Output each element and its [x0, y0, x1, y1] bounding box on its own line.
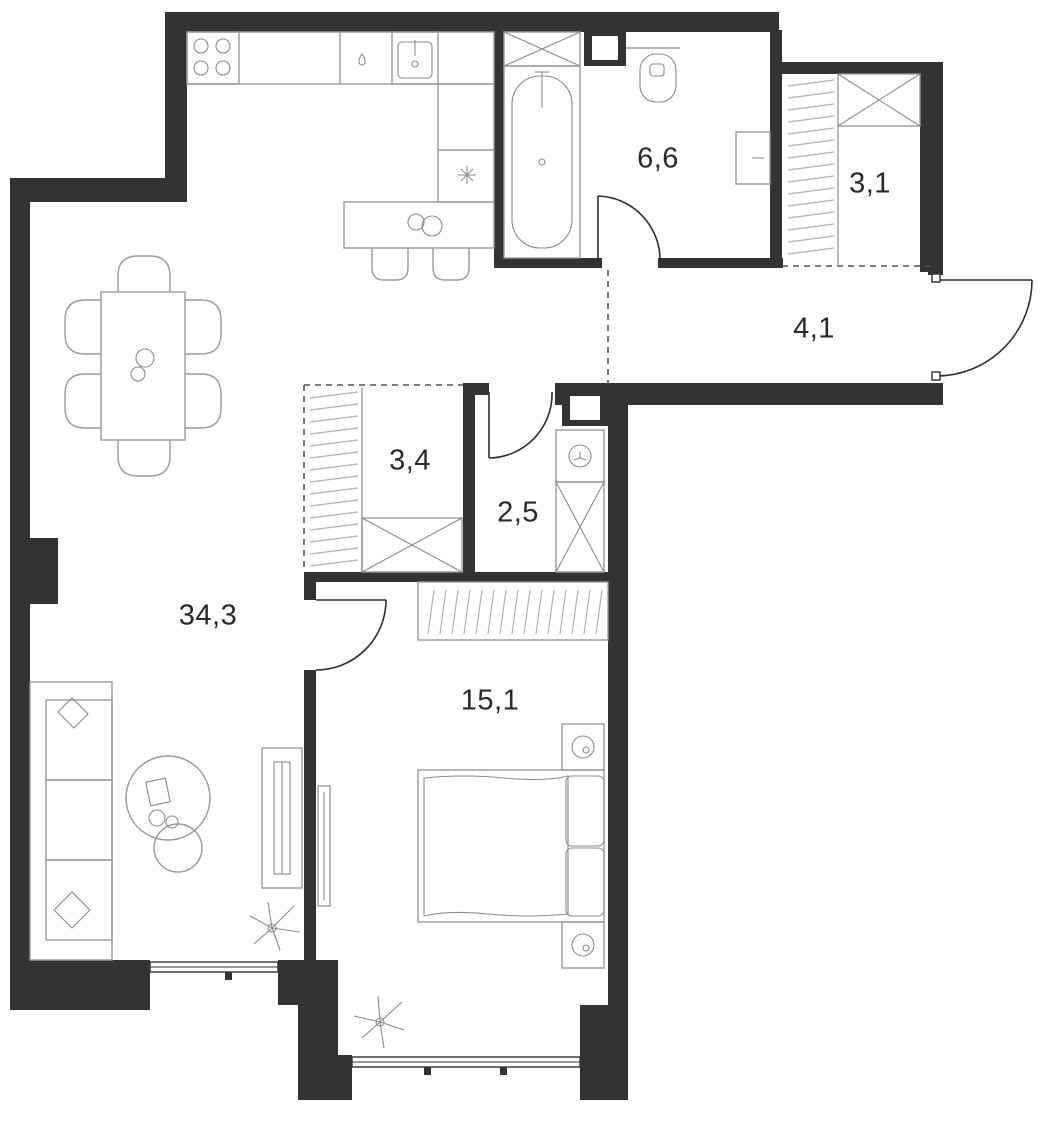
- coffee-table: [125, 755, 211, 873]
- room-label-wardrobe-center: 3,4: [389, 445, 431, 477]
- windows: [149, 961, 581, 1075]
- hood-icon: [458, 166, 476, 184]
- washing-machine-icon: [568, 444, 592, 468]
- dashed-boundaries: [303, 265, 930, 572]
- wardrobe-north-furniture: [787, 73, 921, 266]
- water-drop-icon: [358, 53, 366, 66]
- wardrobe-center-furniture: [309, 388, 463, 573]
- room-label-wardrobe-north: 3,1: [849, 168, 891, 200]
- bed-icon: [417, 769, 605, 923]
- room-label-living: 34,3: [179, 600, 237, 632]
- bathroom-small-furniture: [555, 429, 605, 573]
- room-label-bathroom: 6,6: [637, 143, 679, 175]
- toilet-icon: [639, 53, 677, 103]
- room-label-hallway: 4,1: [793, 313, 835, 345]
- stove-burner-icon: [193, 38, 209, 54]
- kitchen: [186, 31, 495, 281]
- walls: [10, 12, 943, 1100]
- room-label-bedroom: 15,1: [461, 685, 519, 717]
- room-label-bathroom-small: 2,5: [497, 497, 539, 529]
- plant-icon: [249, 901, 301, 951]
- tv-stand: [261, 747, 303, 889]
- plant-icon: [353, 995, 405, 1049]
- dining-table: [64, 255, 222, 477]
- bedside-lamp-icon: [571, 735, 595, 759]
- doors: [315, 195, 1033, 671]
- washbasin-icon: [735, 131, 771, 185]
- bedroom-furniture: [317, 581, 609, 969]
- room-labels: 34,3 15,1 6,6 3,1 4,1 3,4 2,5: [179, 143, 891, 717]
- bathroom: [503, 31, 771, 259]
- mirror-icon: [317, 785, 331, 907]
- sofa: [29, 681, 113, 961]
